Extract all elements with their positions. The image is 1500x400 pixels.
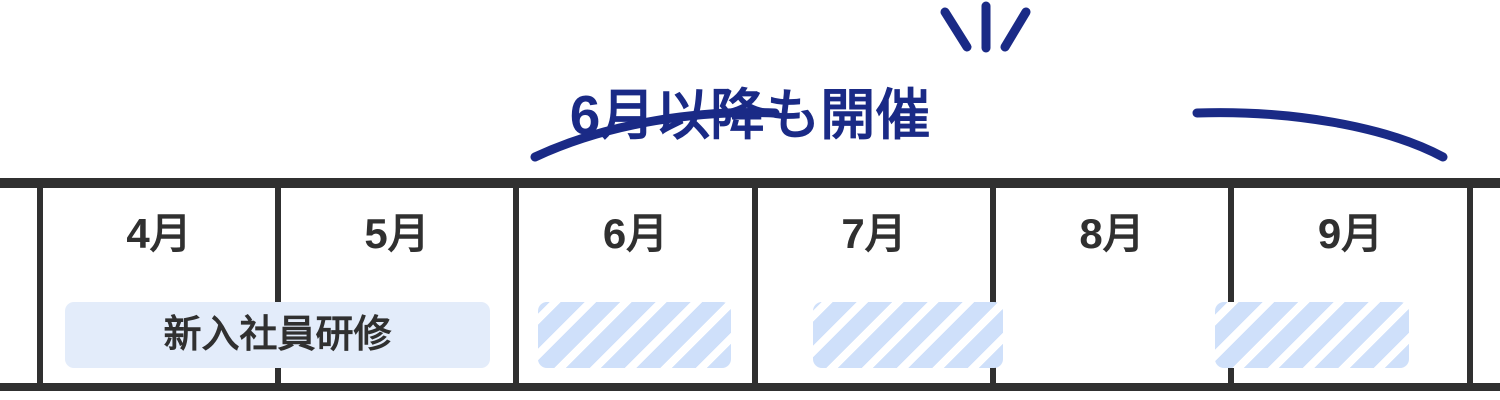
timeline-cells: 4月 5月 6月 7月 8月 9月 新入社員研修 (0, 188, 1500, 383)
divider-4-5 (275, 188, 281, 383)
left-swoosh-line (530, 108, 780, 162)
month-cell-7[interactable]: 7月 (758, 188, 990, 383)
annotation-decorations (530, 1, 1448, 162)
divider-right-edge (1467, 188, 1473, 383)
month-label-5: 5月 (364, 210, 430, 257)
bar-new-employee-training[interactable]: 新入社員研修 (65, 302, 490, 368)
divider-6-7 (752, 188, 758, 383)
month-cell-9[interactable]: 9月 (1234, 188, 1467, 383)
annotation-region: 6月以降も開催 (0, 0, 1500, 180)
bar-hatched-july[interactable] (813, 302, 1003, 368)
bar-label-new-employee-training: 新入社員研修 (163, 314, 392, 356)
divider-5-6 (513, 188, 519, 383)
divider-7-8 (990, 188, 996, 383)
month-label-4: 4月 (126, 210, 192, 257)
month-label-6: 6月 (602, 210, 669, 257)
headline-text: 6月以降も開催 (569, 84, 931, 146)
month-cell-5[interactable]: 5月 (281, 188, 513, 383)
timeline-bar: 4月 5月 6月 7月 8月 9月 新入社員研修 (0, 178, 1500, 391)
month-label-7: 7月 (841, 210, 907, 257)
month-cell-8[interactable]: 8月 (996, 188, 1228, 383)
right-swoosh-line (1192, 108, 1448, 162)
divider-left-edge (37, 188, 43, 383)
divider-8-9 (1228, 188, 1234, 383)
bar-hatched-september[interactable] (1215, 302, 1409, 368)
month-cell-6[interactable]: 6月 (519, 188, 752, 383)
sparkle-icon (940, 1, 1031, 53)
month-cell-4[interactable]: 4月 (43, 188, 275, 383)
month-label-8: 8月 (1079, 210, 1145, 257)
bar-hatched-june[interactable] (538, 302, 731, 368)
month-label-9: 9月 (1317, 210, 1384, 257)
